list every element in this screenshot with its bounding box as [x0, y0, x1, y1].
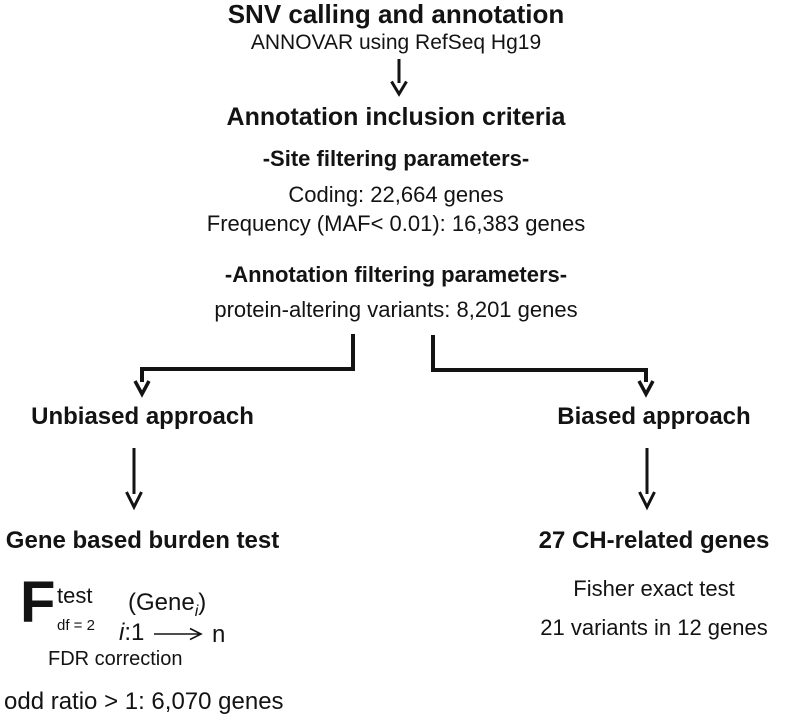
- formula-f-superscript: test: [57, 583, 93, 608]
- ch-related-genes-heading: 27 CH-related genes: [538, 527, 770, 554]
- elbow-arrow-icon-left: [133, 334, 355, 398]
- gene-burden-test-heading: Gene based burden test: [5, 527, 280, 554]
- figure-subtitle: ANNOVAR using RefSeq Hg19: [250, 31, 542, 54]
- formula-f-symbol: F: [20, 570, 56, 635]
- annotation-filtering-heading: -Annotation filtering parameters-: [224, 262, 568, 287]
- down-arrow-icon-biased: [638, 448, 656, 511]
- frequency-line: Frequency (MAF< 0.01): 16,383 genes: [206, 211, 586, 236]
- right-arrow-icon: [154, 627, 203, 641]
- unbiased-approach-heading: Unbiased approach: [31, 403, 254, 430]
- coding-line: Coding: 22,664 genes: [288, 182, 504, 207]
- formula-gene-term: (Genei): [128, 589, 207, 620]
- formula-gene-index: i: [194, 602, 199, 620]
- odd-ratio-result-line: odd ratio > 1: 6,070 genes: [4, 688, 284, 715]
- figure-title: SNV calling and annotation: [227, 0, 565, 29]
- variants-result-line: 21 variants in 12 genes: [540, 615, 768, 640]
- elbow-arrow-icon-right: [431, 335, 655, 398]
- down-arrow-icon-top: [390, 59, 408, 97]
- formula-f-subscript: df = 2: [57, 617, 95, 634]
- biased-approach-heading: Biased approach: [557, 403, 751, 430]
- down-arrow-icon-unbiased: [125, 448, 143, 511]
- protein-altering-line: protein-altering variants: 8,201 genes: [214, 297, 578, 322]
- formula-range-n: n: [212, 621, 226, 648]
- formula-range-start: i:1: [119, 619, 145, 646]
- burden-test-formula: F test df = 2 (Genei) i:1 n FDR correcti…: [0, 570, 300, 685]
- fdr-correction-line: FDR correction: [48, 648, 183, 670]
- criteria-heading: Annotation inclusion criteria: [226, 103, 566, 131]
- fisher-test-line: Fisher exact test: [573, 576, 735, 601]
- site-filtering-heading: -Site filtering parameters-: [262, 146, 530, 171]
